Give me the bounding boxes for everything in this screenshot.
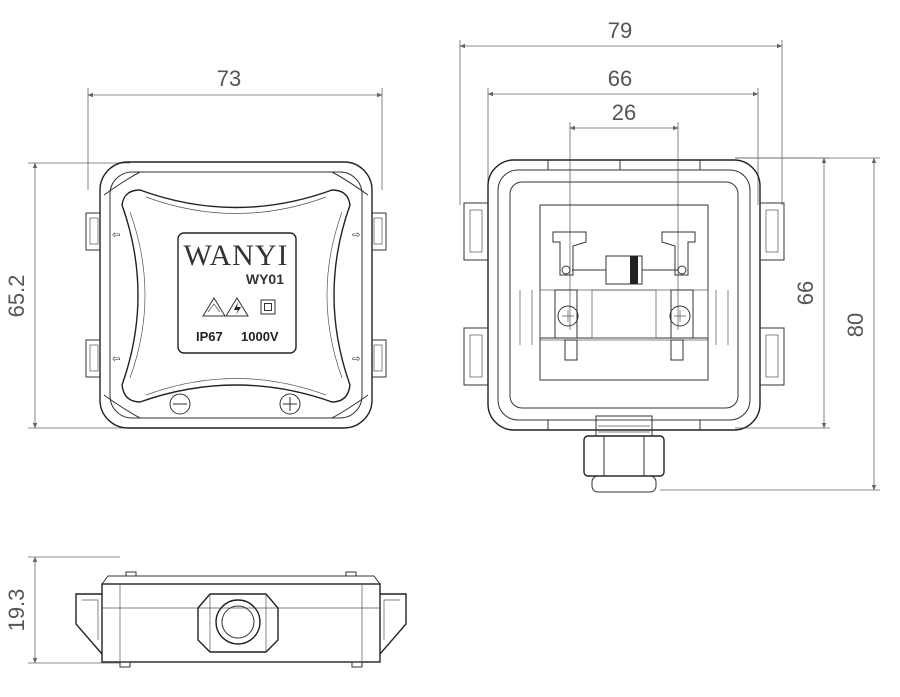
- front-view: 73 65.2 ⇦ ⇦ ⇨ ⇨: [4, 66, 387, 429]
- terminal-left: [552, 231, 587, 361]
- front-right-clips: ⇨ ⇨: [352, 212, 387, 378]
- brand-name: WANYI: [184, 239, 289, 272]
- dimension-back-inner-height: 66: [735, 157, 830, 429]
- ip-rating: IP67: [196, 329, 223, 344]
- back-view: 79 66 26 66 80: [459, 18, 880, 493]
- dimension-front-width-label: 73: [217, 66, 241, 91]
- electrical-hazard-triangle-icon: [225, 297, 249, 317]
- dimension-back-inner-width: 66: [487, 66, 759, 205]
- double-insulation-square-icon: [260, 299, 276, 315]
- arrow-right-icon: ⇨: [352, 230, 360, 241]
- dimension-front-height: 65.2: [4, 162, 130, 429]
- dimension-front-height-label: 65.2: [4, 275, 29, 318]
- front-housing-outline: [99, 161, 373, 429]
- side-view: 19.3: [4, 556, 407, 668]
- side-right-flange: [379, 593, 407, 655]
- side-body: [101, 583, 381, 663]
- arrow-right-icon: ⇨: [352, 354, 360, 365]
- arrow-left-icon: ⇦: [112, 354, 120, 365]
- back-left-clips: [463, 202, 488, 386]
- arrow-left-icon: ⇦: [112, 230, 120, 241]
- dimension-side-height: 19.3: [4, 556, 120, 664]
- cable-gland: [583, 415, 665, 493]
- read-manual-triangle-icon: [202, 297, 226, 317]
- side-left-flange: [75, 593, 103, 655]
- dimension-side-height-label: 19.3: [4, 589, 29, 632]
- dimension-back-outer-width-label: 79: [608, 18, 632, 43]
- dimension-terminal-spacing-label: 26: [612, 100, 636, 125]
- back-housing-outline: [487, 159, 761, 431]
- dimension-back-outer-height-label: 80: [843, 313, 868, 337]
- front-lid: [121, 189, 351, 403]
- model-number: WY01: [246, 271, 284, 287]
- terminal-right: [661, 231, 696, 361]
- plus-icon: [279, 393, 301, 415]
- dimension-terminal-spacing: 26: [569, 100, 679, 330]
- front-label-plate: [177, 232, 297, 354]
- voltage-rating: 1000V: [241, 329, 279, 344]
- front-left-clips: ⇦ ⇦: [85, 212, 120, 378]
- minus-icon: [169, 393, 191, 415]
- dimension-back-outer-width: 79: [459, 18, 783, 205]
- dimension-front-width: 73: [87, 66, 383, 190]
- dimension-back-inner-width-label: 66: [608, 66, 632, 91]
- dimension-back-outer-height: 80: [660, 157, 880, 491]
- bypass-diode: [572, 255, 678, 285]
- side-cable-gland: [197, 593, 279, 653]
- back-right-clips: [760, 202, 785, 386]
- dimension-back-inner-height-label: 66: [793, 281, 818, 305]
